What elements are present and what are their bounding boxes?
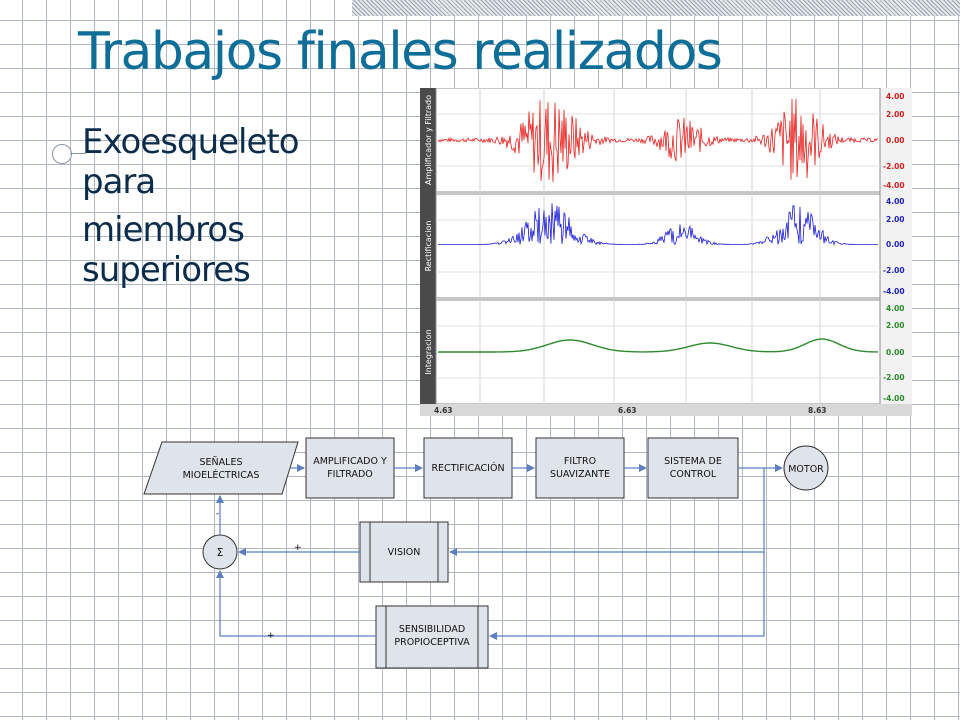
block-diagram: SEÑALES MIOELÉCTRICAS AMPLIFICADO Y FILT… bbox=[143, 437, 829, 669]
block-filtro bbox=[535, 437, 625, 499]
p2-tick-2: 2.00 bbox=[886, 215, 905, 224]
panel-label-rectificacion: Rectificacion bbox=[424, 221, 433, 272]
p2-tick-m2: -2.00 bbox=[883, 266, 905, 275]
sistema-label-2: CONTROL bbox=[670, 469, 717, 480]
p1-tick-4: 4.00 bbox=[886, 92, 905, 101]
slide-title: Trabajos finales realizados bbox=[78, 22, 723, 82]
block-sensibilidad bbox=[375, 605, 489, 669]
sign-plus-vision: + bbox=[294, 543, 302, 553]
amp-label-2: FILTRADO bbox=[327, 469, 373, 480]
header-hatch-band bbox=[352, 0, 960, 16]
p1-tick-2: 2.00 bbox=[886, 110, 905, 119]
block-amplificado bbox=[305, 437, 395, 499]
bullet-line-3: miembros bbox=[82, 210, 245, 250]
filtro-label-1: FILTRO bbox=[564, 456, 596, 467]
sistema-label-1: SISTEMA DE bbox=[664, 456, 722, 467]
block-rectificacion bbox=[423, 437, 513, 499]
bullet-line-2: para bbox=[82, 162, 156, 202]
arrow-feedback-sensibilidad bbox=[489, 552, 765, 640]
p1-tick-0: 0.00 bbox=[886, 136, 905, 145]
amp-label-1: AMPLIFICADO Y bbox=[313, 456, 387, 467]
bullet-line-1: Exoesqueleto bbox=[82, 122, 300, 162]
p3-tick-4: 4.00 bbox=[886, 304, 905, 313]
emg-signal-figure: Amplificador y Filtrado Rectificacion In… bbox=[420, 88, 912, 416]
p1-tick-m4: -4.00 bbox=[883, 181, 905, 190]
filtro-label-2: SUAVIZANTE bbox=[550, 469, 610, 480]
bullet-circle-icon bbox=[52, 144, 72, 164]
sens-label-1: SENSIBILIDAD bbox=[399, 624, 465, 635]
senales-label-2: MIOELÉCTRICAS bbox=[183, 469, 260, 481]
p3-tick-m2: -2.00 bbox=[883, 373, 905, 382]
panel-label-integracion: Integracion bbox=[424, 329, 433, 374]
arrow-sensibilidad-sum bbox=[216, 570, 376, 637]
motor-label: MOTOR bbox=[788, 464, 824, 475]
vision-label: VISION bbox=[388, 547, 421, 558]
p2-tick-4: 4.00 bbox=[886, 197, 905, 206]
sign-minus: - bbox=[216, 509, 219, 519]
emg-trace-amplificado bbox=[437, 98, 879, 182]
emg-trace-integracion bbox=[438, 338, 878, 353]
bullet-line-4: superiores bbox=[82, 250, 251, 290]
bullet-connector bbox=[70, 153, 86, 154]
sum-symbol: Σ bbox=[217, 546, 224, 559]
x-tick-3: 8.63 bbox=[808, 406, 827, 415]
block-vision bbox=[359, 521, 449, 583]
block-senales bbox=[143, 441, 299, 495]
block-sistema-control bbox=[647, 437, 739, 499]
p3-tick-0: 0.00 bbox=[886, 348, 905, 357]
emg-label-bar bbox=[420, 88, 436, 416]
p2-tick-0: 0.00 bbox=[886, 240, 905, 249]
sign-plus-sens: + bbox=[267, 631, 275, 641]
panel-label-amplificador: Amplificador y Filtrado bbox=[424, 95, 433, 185]
rect-label: RECTIFICACIÓN bbox=[431, 462, 504, 474]
x-tick-1: 4.63 bbox=[434, 406, 453, 415]
p3-tick-2: 2.00 bbox=[886, 321, 905, 330]
bullet-text: Exoesqueleto para miembros superiores bbox=[82, 122, 352, 290]
sens-label-2: PROPIOCEPTIVA bbox=[394, 637, 470, 648]
emg-trace-rectificacion bbox=[438, 203, 878, 246]
p2-tick-m4: -4.00 bbox=[883, 287, 905, 296]
x-tick-2: 6.63 bbox=[618, 406, 637, 415]
block-motor bbox=[783, 445, 829, 491]
p1-tick-m2: -2.00 bbox=[883, 162, 905, 171]
p3-tick-m4: -4.00 bbox=[883, 394, 905, 403]
senales-label-1: SEÑALES bbox=[200, 457, 243, 468]
